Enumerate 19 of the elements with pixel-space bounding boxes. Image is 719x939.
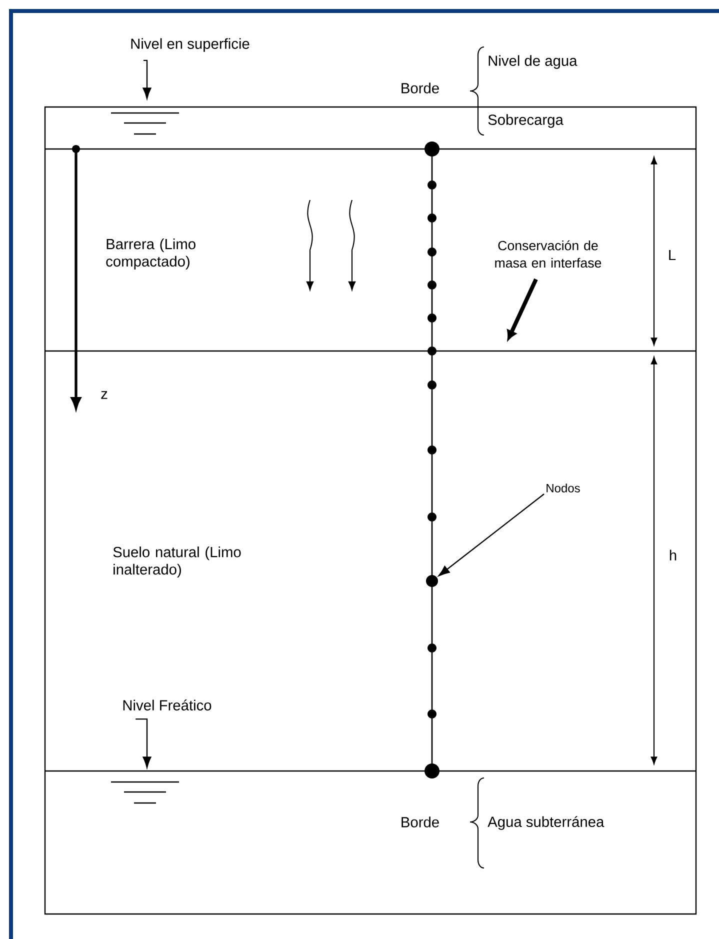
callout-text: Nivel en superficie: [131, 38, 250, 52]
label-text: Suelo natural (Limo inalterado): [113, 546, 241, 578]
label-text: Agua subterránea: [488, 816, 604, 830]
label-text: Nivel de agua: [488, 55, 578, 69]
leader-arrow: [142, 60, 152, 99]
label-text: z: [101, 391, 108, 399]
callout-text: Nodos: [546, 484, 580, 492]
leader-arrow: [438, 494, 544, 576]
label-text: Borde: [402, 82, 439, 94]
leader-arrow: [136, 718, 152, 768]
label-text: L: [669, 250, 676, 260]
label-text: Barrera (Limo compactado): [106, 238, 196, 270]
leader-arrow: [507, 278, 538, 340]
callout-text: Nivel Freático: [123, 700, 212, 710]
node-dot: [426, 575, 438, 587]
label-text: h: [670, 550, 676, 560]
callout-text: Conservación de masa en interfase: [495, 240, 602, 268]
label-text: Borde: [402, 816, 439, 828]
label-text: Sobrecarga: [488, 114, 564, 128]
